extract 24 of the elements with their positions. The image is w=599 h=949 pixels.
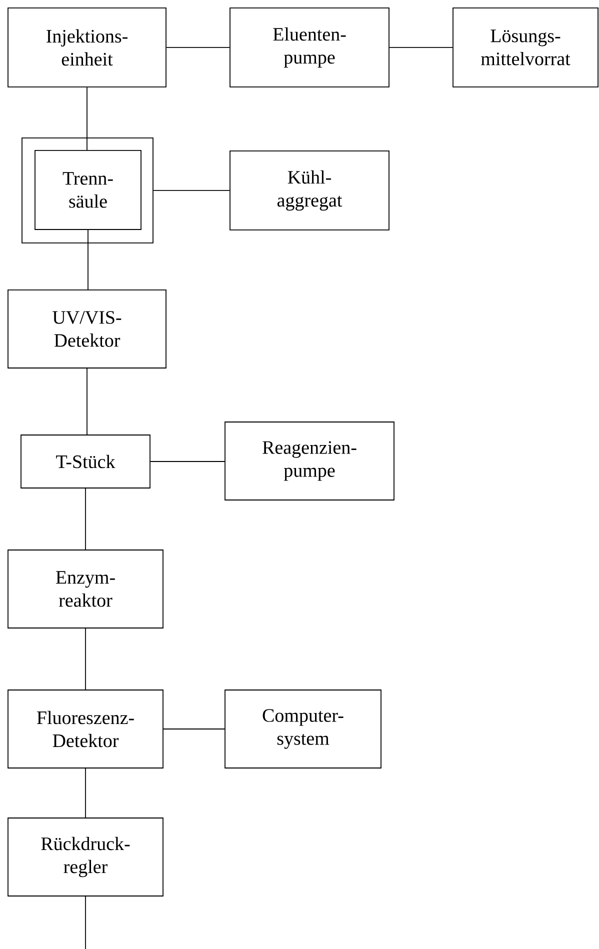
component-box: Enzym- reaktor (8, 550, 164, 628)
connector-line (85, 896, 86, 949)
component-box: Rückdruck- regler (8, 818, 164, 896)
component-box: T-Stück (20, 434, 150, 488)
connector-line (86, 368, 88, 435)
component-box: Computer- system (224, 690, 382, 768)
component-box: Injektions- einheit (8, 8, 166, 88)
connector-line (163, 728, 225, 730)
component-box: Fluoreszenz- Detektor (8, 690, 164, 768)
enclosure-box (22, 138, 154, 244)
connector-line (389, 47, 453, 48)
connector-line (85, 488, 86, 550)
component-box: Lösungs- mittelvorrat (452, 8, 598, 88)
component-box: Reagenzien- pumpe (224, 422, 394, 500)
connector-line (150, 461, 225, 462)
connector-line (153, 190, 230, 191)
component-box: UV/VIS- Detektor (8, 290, 166, 368)
component-box: Eluenten- pumpe (230, 8, 390, 88)
connector-line (86, 86, 88, 150)
connector-line (166, 47, 230, 48)
component-box: Kühl- aggregat (230, 150, 390, 230)
connector-line (85, 768, 86, 818)
connector-line (85, 628, 86, 690)
component-box: Trenn- säule (34, 150, 142, 230)
